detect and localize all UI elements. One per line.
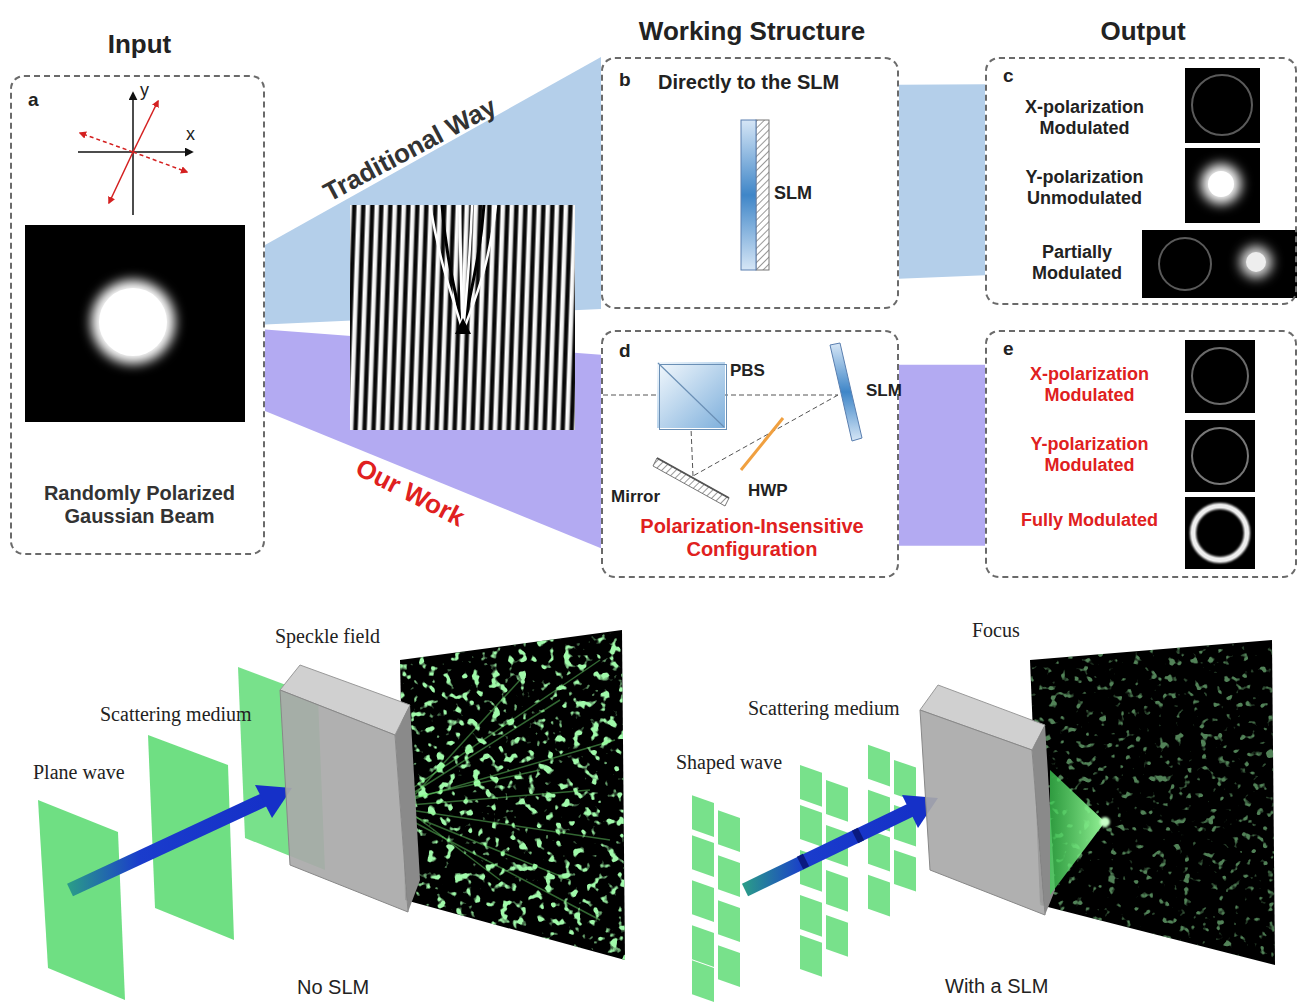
panel-letter: d bbox=[619, 340, 631, 362]
output-label: Y-polarization Unmodulated bbox=[992, 167, 1177, 208]
output-panel: eX-polarization ModulatedY-polarization … bbox=[985, 330, 1297, 578]
panel-caption: Directly to the SLM bbox=[658, 71, 839, 94]
callout-label: Plane wave bbox=[33, 761, 125, 784]
output-panel: OutputcX-polarization ModulatedY-polariz… bbox=[985, 57, 1297, 305]
panel-letter: e bbox=[1003, 338, 1014, 360]
input-panel: InputaRandomly Polarized Gaussian Beam bbox=[10, 75, 265, 555]
polarization-axes bbox=[78, 93, 192, 215]
output-label: Y-polarization Modulated bbox=[1002, 434, 1177, 475]
callout-label: Scattering medium bbox=[748, 697, 900, 720]
pbs-cube: PBS bbox=[659, 364, 727, 430]
output-label: X-polarization Modulated bbox=[1002, 364, 1177, 405]
panel-heading: Input bbox=[12, 30, 267, 60]
component-label: PBS bbox=[730, 361, 765, 381]
output-images-e bbox=[1185, 340, 1255, 569]
axis-label: y bbox=[140, 80, 149, 101]
output-label: X-polarization Modulated bbox=[992, 97, 1177, 138]
gaussian-beam-image bbox=[25, 225, 245, 422]
structure-panel: Working StructurebDirectly to the SLM bbox=[601, 57, 899, 309]
scattering-with-slm bbox=[692, 638, 1277, 1003]
fork-hologram bbox=[350, 205, 575, 430]
callout-label: Shaped wave bbox=[676, 751, 782, 774]
band-label: Traditional Way bbox=[319, 92, 502, 208]
band-connector bbox=[899, 365, 985, 546]
output-images-c bbox=[1142, 68, 1297, 298]
sub-caption: No SLM bbox=[297, 976, 369, 999]
panel-caption: Polarization-Insensitive Configuration bbox=[603, 515, 901, 561]
component-label: SLM bbox=[866, 381, 902, 401]
component-label: HWP bbox=[748, 481, 788, 501]
panel-heading: Working Structure bbox=[603, 17, 901, 47]
panel-caption: Randomly Polarized Gaussian Beam bbox=[17, 482, 262, 528]
scattering-no-slm bbox=[38, 628, 627, 1000]
sub-caption: With a SLM bbox=[945, 975, 1048, 998]
panel-letter: a bbox=[28, 89, 39, 111]
polarization-insensitive-optics bbox=[603, 343, 862, 506]
callout-label: Speckle field bbox=[275, 625, 380, 648]
slm-plate bbox=[741, 120, 769, 270]
structure-panel: dPolarization-Insensitive Configuration P… bbox=[601, 330, 899, 578]
callout-label: Focus bbox=[972, 619, 1020, 642]
axis-label: x bbox=[186, 124, 195, 145]
component-label: SLM bbox=[774, 183, 812, 204]
panel-letter: c bbox=[1003, 65, 1014, 87]
component-label: Mirror bbox=[611, 487, 660, 507]
panel-letter: b bbox=[619, 69, 631, 91]
band-label: Our Work bbox=[351, 453, 470, 533]
band-connector bbox=[899, 84, 985, 278]
callout-label: Scattering medium bbox=[100, 703, 252, 726]
output-label: Fully Modulated bbox=[1002, 510, 1177, 531]
output-label: Partially Modulated bbox=[1012, 242, 1142, 283]
panel-heading: Output bbox=[987, 17, 1299, 47]
